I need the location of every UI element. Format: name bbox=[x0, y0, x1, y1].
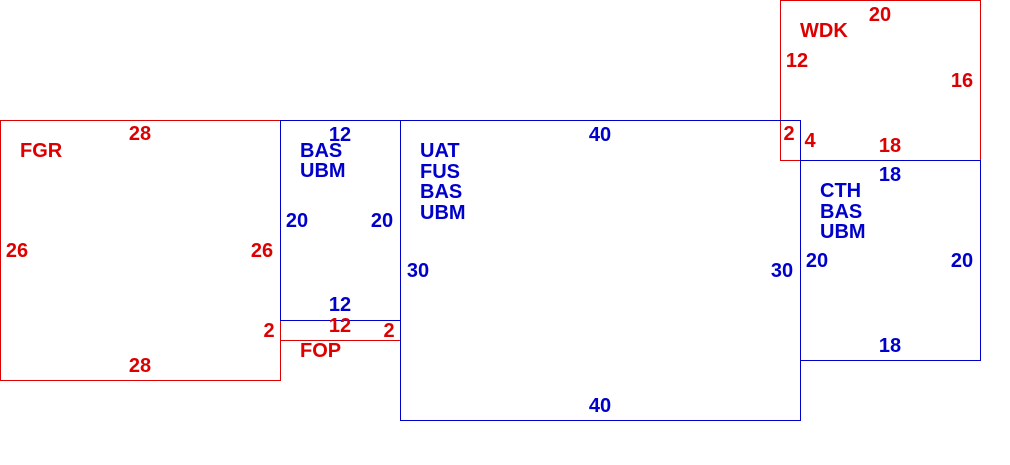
bas-dim-bottom: 12 bbox=[329, 294, 351, 316]
cth-dim-left: 20 bbox=[806, 250, 828, 272]
wdk-dim-bottom: 18 bbox=[879, 135, 901, 157]
cth-dim-bottom: 18 bbox=[879, 335, 901, 357]
uat-label-line2: FUS bbox=[420, 161, 460, 183]
cth-label-line3: UBM bbox=[820, 221, 866, 243]
room-uat bbox=[400, 120, 801, 421]
wdk-dim-top: 20 bbox=[869, 4, 891, 26]
bas-dim-right: 20 bbox=[371, 210, 393, 232]
bas-dim-top: 12 bbox=[329, 124, 351, 146]
room-cth bbox=[800, 160, 981, 361]
fop-label: FOP bbox=[300, 340, 341, 362]
cth-dim-top: 18 bbox=[879, 164, 901, 186]
bas-dim-left: 20 bbox=[286, 210, 308, 232]
wdk-dim-gap-right: 4 bbox=[804, 130, 816, 152]
uat-dim-right: 30 bbox=[771, 260, 793, 282]
uat-label-line4: UBM bbox=[420, 202, 466, 224]
fgr-label: FGR bbox=[20, 140, 63, 162]
uat-dim-top: 40 bbox=[589, 124, 611, 146]
fop-dim-right: 2 bbox=[383, 320, 394, 342]
wdk-dim-left: 12 bbox=[786, 50, 808, 72]
fop-dim-top: 12 bbox=[329, 315, 351, 337]
fgr-dim-top: 28 bbox=[129, 123, 151, 145]
bas-label-line2: UBM bbox=[300, 160, 346, 182]
wdk-dim-right: 16 bbox=[951, 70, 973, 92]
uat-dim-bottom: 40 bbox=[589, 395, 611, 417]
fgr-dim-right: 26 bbox=[251, 240, 273, 262]
cth-dim-right: 20 bbox=[951, 250, 973, 272]
bas-label-line1: BAS bbox=[300, 140, 342, 162]
fgr-dim-left: 26 bbox=[6, 240, 28, 262]
wdk-label: WDK bbox=[800, 20, 848, 42]
fgr-dim-bottom: 28 bbox=[129, 355, 151, 377]
uat-dim-left: 30 bbox=[407, 260, 429, 282]
wdk-dim-gap-left: 2 bbox=[783, 123, 794, 145]
fgr-dim-gap: 2 bbox=[263, 320, 274, 342]
cth-label-line2: BAS bbox=[820, 201, 862, 223]
uat-label-line1: UAT bbox=[420, 140, 460, 162]
uat-label-line3: BAS bbox=[420, 181, 462, 203]
cth-label-line1: CTH bbox=[820, 180, 861, 202]
